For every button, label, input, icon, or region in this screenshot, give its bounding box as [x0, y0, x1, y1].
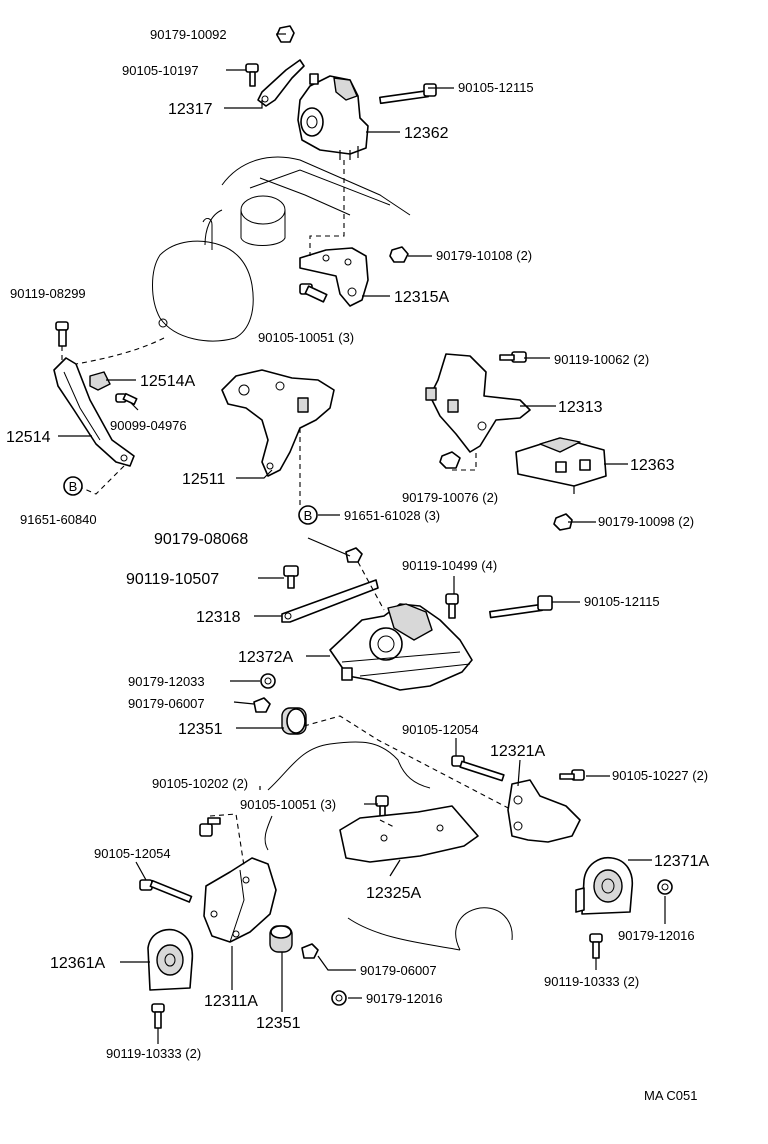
mount-12363: [515, 437, 607, 494]
label-90119-10507: 90119-10507: [126, 571, 219, 588]
label-90105-10227: 90105-10227 (2): [612, 768, 708, 783]
nut-90179-08068: [345, 547, 363, 563]
label-90119-10333-b: 90119-10333 (2): [106, 1046, 201, 1061]
label-12361A: 12361A: [50, 955, 105, 972]
label-12514A: 12514A: [140, 373, 195, 390]
part-labels: 90179-10092 90105-10197 12317 90105-1211…: [6, 27, 709, 1103]
label-12511: 12511: [182, 471, 225, 488]
label-90105-10202: 90105-10202 (2): [152, 776, 248, 791]
label-12371A: 12371A: [654, 853, 709, 870]
badge-b-left: B: [69, 479, 78, 494]
label-90179-10092: 90179-10092: [150, 27, 227, 42]
label-90105-12115-mid: 90105-12115: [584, 594, 660, 609]
stay-12514: [53, 357, 135, 467]
label-90099-04976: 90099-04976: [110, 418, 187, 433]
label-90179-12016-b: 90179-12016: [366, 991, 443, 1006]
frame-outline: [264, 741, 431, 851]
label-90105-12054-b: 90105-12054: [94, 846, 171, 861]
nut-90179-10108: [389, 246, 409, 263]
label-90119-08299: 90119-08299: [10, 286, 86, 301]
label-12363: 12363: [630, 457, 675, 474]
bolt-90119-10062: [499, 351, 527, 363]
nut-90179-06007-b: [301, 943, 319, 959]
nut-90179-06007-a: [253, 697, 271, 713]
label-12318: 12318: [196, 609, 241, 626]
label-12311A: 12311A: [204, 993, 258, 1010]
label-90179-12033: 90179-12033: [128, 674, 205, 689]
label-91651-60840: 91651-60840: [20, 512, 97, 527]
label-90105-10197: 90105-10197: [122, 63, 199, 78]
label-12372A: 12372A: [238, 649, 293, 666]
label-90179-08068: 90179-08068: [154, 531, 248, 548]
label-12351-b: 12351: [256, 1015, 301, 1032]
bracket-12315A: [299, 247, 369, 307]
bolt-90105-10051-a: [299, 283, 328, 303]
label-12325A: 12325A: [366, 885, 421, 902]
bolt-90119-10333-a: [589, 933, 603, 959]
badge-b-center: B: [304, 508, 313, 523]
bolt-90105-12054-a: [451, 755, 505, 782]
bushing-12351-b: [269, 925, 293, 953]
bushing-12351-a: [281, 707, 307, 735]
cushion-12514A: [89, 371, 111, 391]
bolt-90105-10227: [559, 769, 585, 781]
label-12351-a: 12351: [178, 721, 223, 738]
bolt-90105-12115-top: [379, 83, 437, 105]
label-90105-12115-top: 90105-12115: [458, 80, 534, 95]
bolt-90105-10197: [245, 63, 259, 87]
leader-lines: [58, 33, 666, 1044]
diagram-code: MA C051: [644, 1088, 697, 1103]
mount-12362: [297, 73, 369, 160]
label-90179-10108: 90179-10108 (2): [436, 248, 532, 263]
label-12315A: 12315A: [394, 289, 449, 306]
bracket-12313: [425, 353, 531, 453]
bolt-90119-10507: [283, 565, 299, 589]
label-12313: 12313: [558, 399, 603, 416]
bolt-91651-60840-badge: B: [63, 476, 83, 496]
label-12321A: 12321A: [490, 743, 545, 760]
label-90119-10062: 90119-10062 (2): [554, 352, 649, 367]
bolt-90105-12054-b: [139, 879, 193, 903]
label-90105-12054-a: 90105-12054: [402, 722, 479, 737]
label-12514: 12514: [6, 429, 51, 446]
label-90179-10098: 90179-10098 (2): [598, 514, 694, 529]
mount-12361A: [147, 928, 194, 991]
nut-90179-12033: [260, 673, 276, 689]
bolt-90119-10333-b: [151, 1003, 165, 1029]
nut-90179-12016-a: [657, 879, 673, 895]
bracket-12317: [257, 59, 305, 107]
nut-90179-10076: [439, 451, 461, 469]
bolt-90099-04976: [115, 392, 138, 406]
nut-90179-12016-b: [331, 990, 347, 1006]
label-12362: 12362: [404, 125, 449, 142]
label-90179-10076: 90179-10076 (2): [402, 490, 498, 505]
bolt-90119-08299: [55, 321, 69, 347]
dashed-lines: [61, 160, 513, 867]
plate-12325A: [339, 805, 513, 951]
bracket-12321A: [507, 779, 581, 843]
label-90119-10333-a: 90119-10333 (2): [544, 974, 639, 989]
bracket-12511: [221, 369, 335, 477]
nut-90179-10098: [553, 513, 573, 531]
label-90179-06007-a: 90179-06007: [128, 696, 205, 711]
label-90119-10499: 90119-10499 (4): [402, 558, 497, 573]
bolt-91651-61028-badge: B: [298, 505, 318, 525]
mount-12371A: [575, 856, 634, 915]
label-90105-10051-a: 90105-10051 (3): [258, 330, 354, 345]
label-90179-12016-a: 90179-12016: [618, 928, 695, 943]
bolt-90105-10202: [199, 817, 221, 837]
bolt-90105-12115-mid: [489, 595, 553, 619]
label-91651-61028: 91651-61028 (3): [344, 508, 440, 523]
label-12317: 12317: [168, 101, 213, 118]
label-90179-06007-b: 90179-06007: [360, 963, 437, 978]
mount-12372A: [329, 603, 473, 691]
bracket-12311A: [203, 857, 277, 943]
label-90105-10051-b: 90105-10051 (3): [240, 797, 336, 812]
engine-outline: [152, 156, 411, 342]
bolt-90119-10499: [445, 593, 459, 619]
rod-12318: [281, 579, 379, 623]
